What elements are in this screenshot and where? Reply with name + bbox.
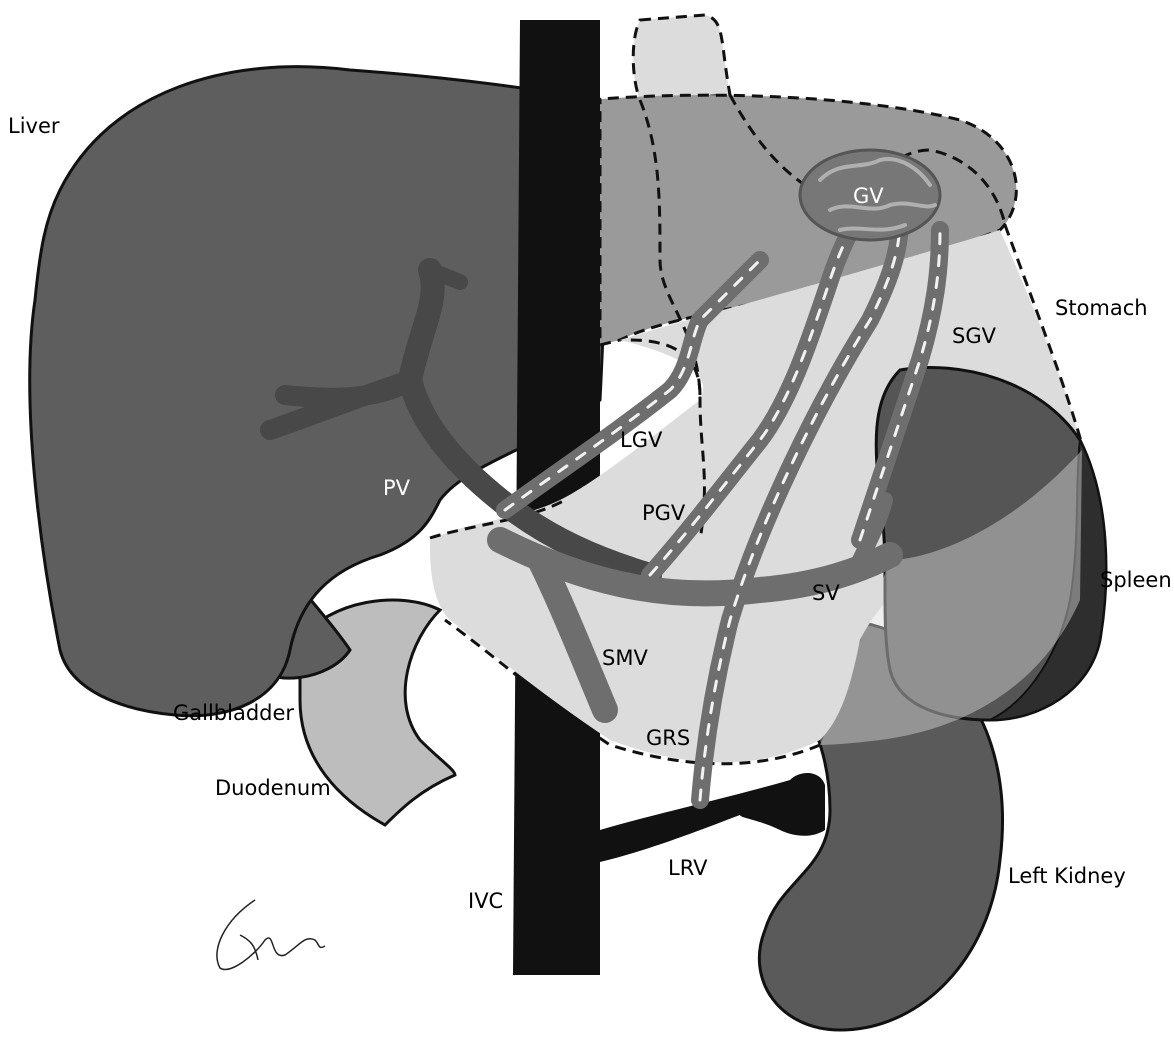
esophagus bbox=[633, 15, 730, 100]
label-left-kidney: Left Kidney bbox=[1008, 864, 1126, 888]
label-lgv: LGV bbox=[620, 428, 663, 452]
artist-signature bbox=[217, 900, 325, 969]
label-lrv: LRV bbox=[668, 856, 708, 880]
label-sv: SV bbox=[812, 581, 840, 605]
label-spleen: Spleen bbox=[1100, 568, 1172, 592]
label-smv: SMV bbox=[602, 646, 648, 670]
label-stomach: Stomach bbox=[1055, 296, 1148, 320]
label-pv: PV bbox=[383, 476, 411, 500]
label-ivc: IVC bbox=[468, 889, 503, 913]
label-pgv: PGV bbox=[642, 501, 686, 525]
label-duodenum: Duodenum bbox=[215, 776, 331, 800]
label-liver: Liver bbox=[8, 114, 60, 138]
label-sgv: SGV bbox=[952, 324, 997, 348]
label-grs: GRS bbox=[646, 726, 690, 750]
label-gallbladder: Gallbladder bbox=[173, 701, 294, 725]
pv-branch-top bbox=[430, 270, 460, 282]
label-gv: GV bbox=[853, 184, 884, 208]
